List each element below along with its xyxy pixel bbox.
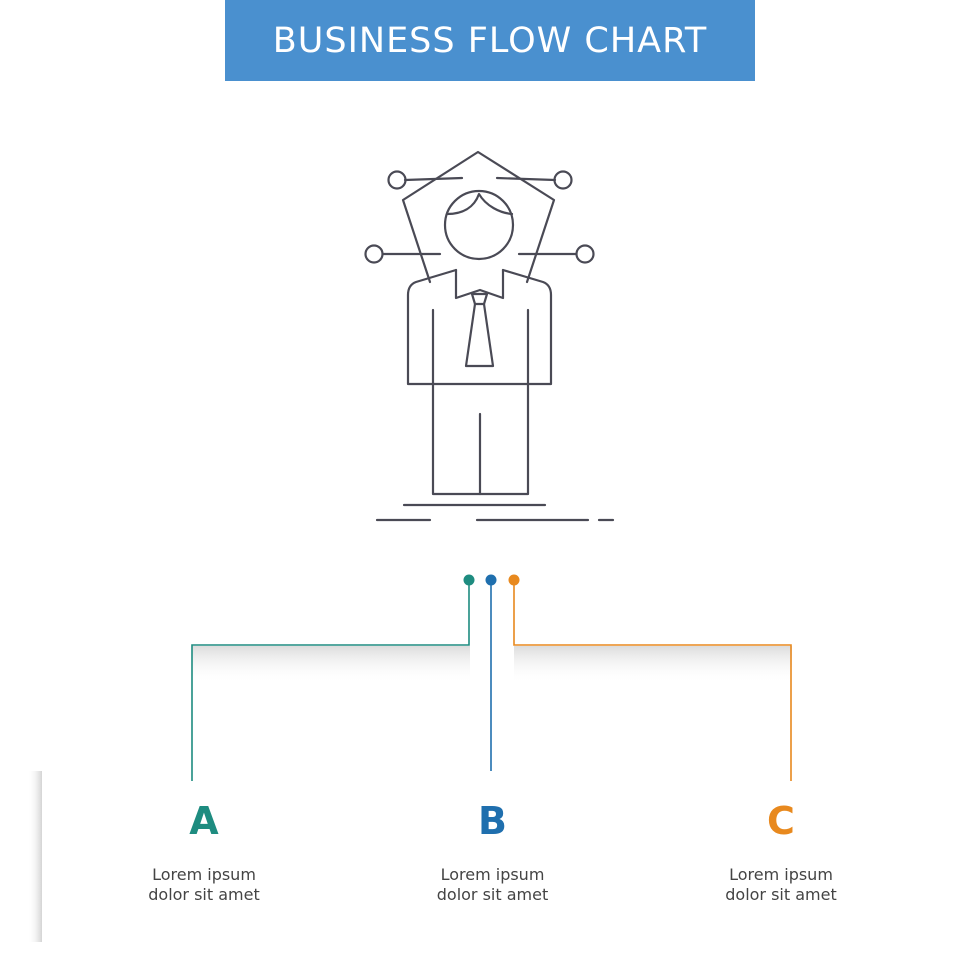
chart-title: BUSINESS FLOW CHART [272, 20, 708, 61]
card-c-line2: dolor sit amet [725, 885, 837, 904]
connector-shadow-left [192, 646, 470, 684]
card-c-text: Lorem ipsum dolor sit amet [619, 865, 943, 905]
card-b-text: Lorem ipsum dolor sit amet [366, 865, 619, 905]
node-line-top-right [495, 176, 557, 182]
card-c-line1: Lorem ipsum [729, 865, 833, 884]
card-b-letter: B [478, 799, 507, 843]
node-top-right [553, 170, 573, 190]
title-banner: BUSINESS FLOW CHART [225, 0, 755, 81]
connector-c [508, 574, 792, 781]
card-b: B Lorem ipsum dolor sit amet [366, 771, 619, 942]
card-c-letter: C [767, 799, 795, 843]
card-a-line2: dolor sit amet [148, 885, 260, 904]
card-a-line1: Lorem ipsum [152, 865, 256, 884]
jacket [406, 268, 553, 496]
card-c: C Lorem ipsum dolor sit amet [619, 771, 943, 942]
node-left [364, 244, 384, 264]
card-b-line2: dolor sit amet [436, 885, 549, 904]
connector-a-line [191, 580, 470, 781]
connector-a [191, 574, 475, 781]
card-a-shadow-left [28, 771, 42, 942]
card-a: A Lorem ipsum dolor sit amet [42, 771, 366, 942]
node-line-top-left [403, 176, 464, 182]
connector-b [485, 574, 497, 771]
node-right [575, 244, 595, 264]
connector-shadow-right [514, 646, 792, 684]
tie [464, 302, 495, 368]
hair [445, 192, 514, 216]
card-a-letter: A [189, 799, 219, 843]
businessman-network-icon [364, 150, 615, 522]
pentagon-frame [401, 150, 556, 284]
tie-knot [470, 292, 489, 306]
head [443, 189, 515, 261]
connector-c-line [513, 580, 792, 781]
collar [454, 268, 505, 300]
node-top-left [387, 170, 407, 190]
card-b-line1: Lorem ipsum [440, 865, 545, 884]
card-a-text: Lorem ipsum dolor sit amet [42, 865, 366, 905]
